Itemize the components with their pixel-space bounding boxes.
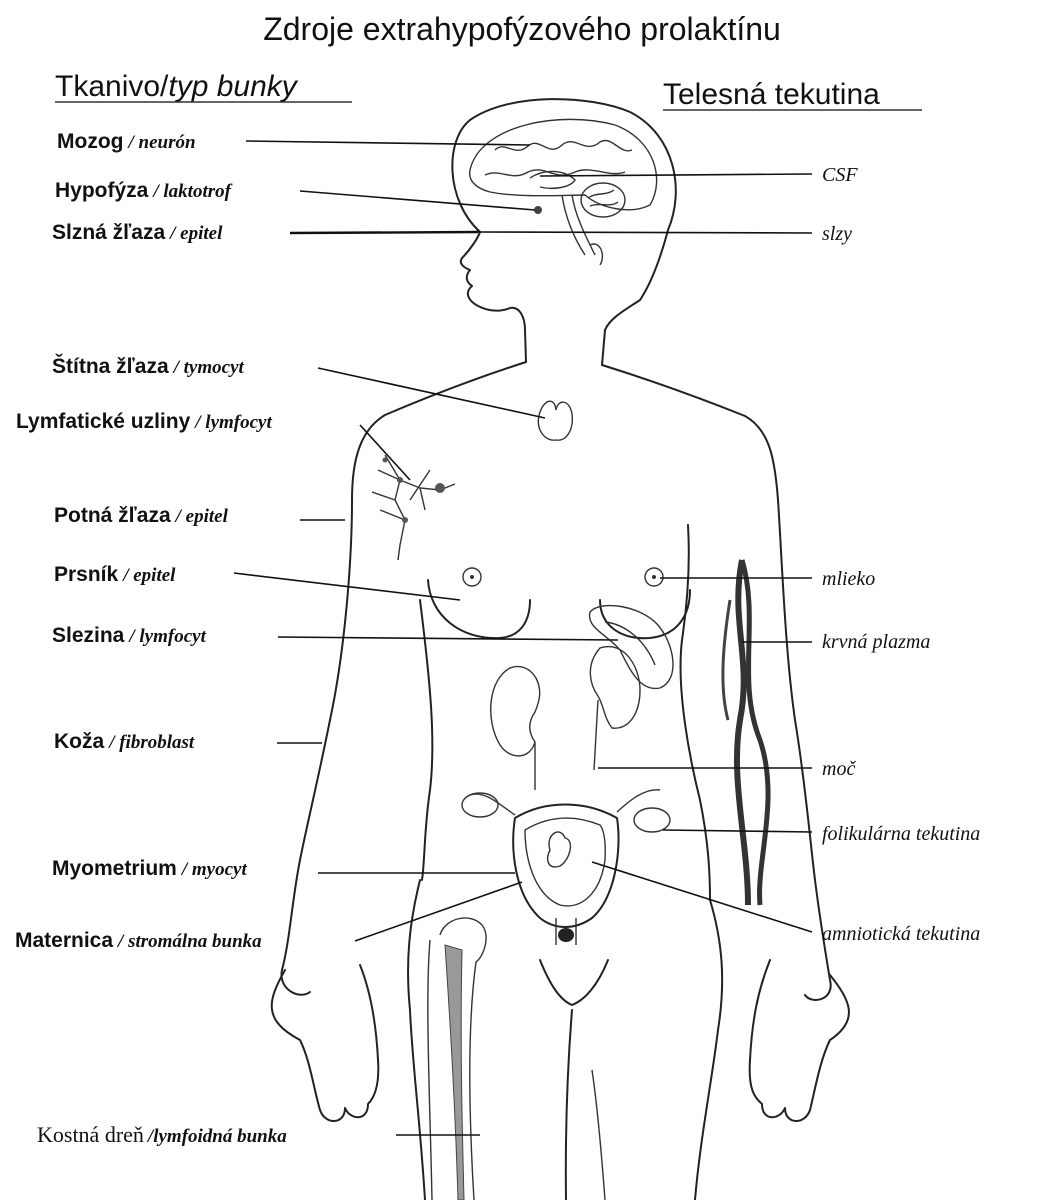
tissue-label-thyroid: Štítna žľaza/ tymocyt [52,354,245,378]
tissue-label-lymph-nodes: Lymfatické uzliny/ lymfocyt [16,410,272,433]
fluid-column-header: Telesná tekutina [663,78,880,111]
tissue-label-breast: Prsník/ epitel [54,563,176,586]
tissue-label-myometrium: Myometrium/ myocyt [52,857,247,880]
tissue-header-main: Tkanivo/ [55,70,169,103]
fluid-label-follicular-fluid: folikulárna tekutina [822,823,980,845]
body-outline [272,99,849,1200]
fluid-label-urine: moč [822,758,856,780]
blood-vessels-illustration [723,560,768,905]
lymph-nodes-illustration [372,455,455,560]
femur-illustration [428,918,486,1200]
tissue-label-brain: Mozog/ neurón [57,130,196,153]
tissue-label-uterus: Maternica/ stromálna bunka [15,929,262,952]
tissue-label-bone-marrow: Kostná dreň/lymfoidná bunka [37,1122,287,1147]
tissue-label-lacrimal-gland: Slzná žľaza/ epitel [52,221,223,244]
fluid-label-amniotic-fluid: amniotická tekutina [822,923,980,945]
fluid-label-milk: mlieko [822,568,875,590]
tissue-labels: Mozog/ neurón Hypofýza/ laktotrof Slzná … [15,130,287,1147]
fluid-labels: CSF slzy mlieko krvná plazma moč folikul… [822,164,980,945]
fluid-label-csf: CSF [822,164,858,186]
fluid-label-blood-plasma: krvná plazma [822,631,930,653]
thyroid-illustration [538,401,572,440]
uterus-illustration [462,790,670,945]
tissue-label-skin: Koža/ fibroblast [54,730,195,753]
tissue-label-spleen: Slezina/ lymfocyt [52,624,207,647]
tissue-label-pituitary: Hypofýza/ laktotrof [55,179,233,202]
tissue-header-italic: typ bunky [168,70,298,103]
tissue-label-sweat-gland: Potná žľaza/ epitel [54,504,229,527]
tissue-column-header: Tkanivo/typ bunky [55,70,299,103]
fluid-label-tears: slzy [822,223,852,245]
brain-illustration [470,119,657,255]
diagram-title: Zdroje extrahypofýzového prolaktínu [263,11,781,47]
